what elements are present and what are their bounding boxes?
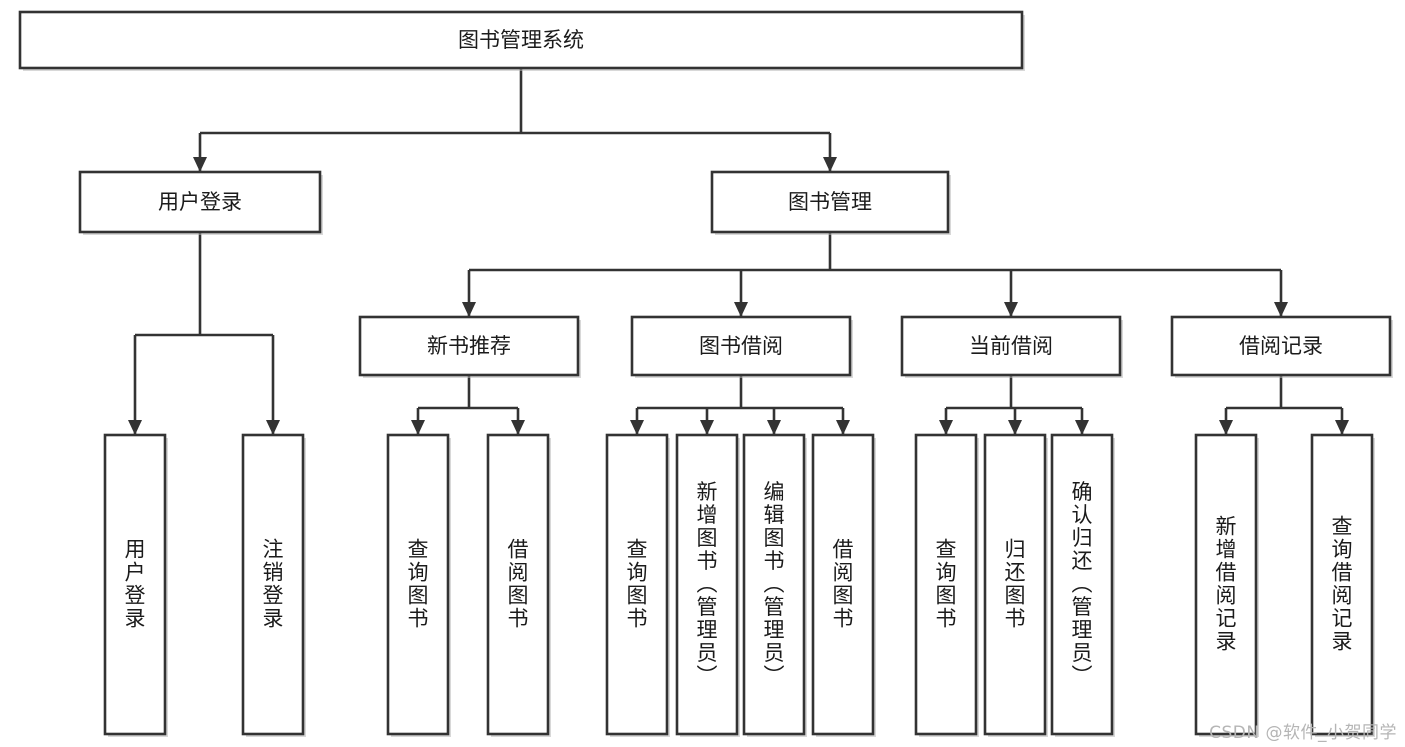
node-label: 新增借阅记录: [1216, 514, 1237, 653]
node-label: 新增图书︵管理员︶: [697, 480, 718, 688]
arrow-head-icon: [836, 420, 850, 435]
node-user-login-action[interactable]: 用户登录: [103, 433, 168, 737]
node-query-borrow-record[interactable]: 查询借阅记录: [1310, 433, 1375, 737]
node-label: 当前借阅: [969, 334, 1053, 358]
node-label: 图书管理系统: [458, 28, 584, 52]
node-root[interactable]: 图书管理系统: [18, 10, 1025, 71]
node-user-logout-action[interactable]: 注销登录: [241, 433, 306, 737]
edge-group-current-borrow: [939, 375, 1089, 435]
node-confirm-return-admin[interactable]: 确认归还︵管理员︶: [1050, 433, 1115, 737]
node-label: 确认归还︵管理员︶: [1072, 480, 1093, 688]
node-current-borrow[interactable]: 当前借阅: [900, 315, 1123, 378]
csdn-watermark: CSDN @软件_小贺同学: [1209, 723, 1397, 743]
arrow-head-icon: [939, 420, 953, 435]
node-box[interactable]: [742, 433, 806, 736]
node-box[interactable]: [675, 433, 739, 736]
node-label: 借阅记录: [1239, 334, 1323, 358]
node-edit-book-admin[interactable]: 编辑图书︵管理员︶: [742, 433, 807, 737]
arrow-head-icon: [767, 420, 781, 435]
node-box[interactable]: [358, 315, 580, 377]
arrow-head-icon: [630, 420, 644, 435]
node-box[interactable]: [1170, 315, 1392, 377]
arrow-head-icon: [1335, 420, 1349, 435]
arrow-head-icon: [128, 420, 142, 435]
arrow-head-icon: [1008, 420, 1022, 435]
nodes-layer: 图书管理系统用户登录用户登录注销登录图书管理新书推荐查询图书借阅图书图书借阅查询…: [18, 10, 1393, 737]
node-label: 查询图书: [408, 537, 429, 630]
node-label: 注销登录: [263, 537, 284, 630]
node-box[interactable]: [983, 433, 1047, 736]
node-query-book-2[interactable]: 查询图书: [605, 433, 670, 737]
node-box[interactable]: [1194, 433, 1258, 736]
arrow-head-icon: [193, 157, 207, 172]
node-label: 查询图书: [936, 537, 957, 630]
edge-group-root: [193, 68, 837, 172]
node-box[interactable]: [605, 433, 669, 736]
node-box[interactable]: [811, 433, 875, 736]
edge-group-user-login: [128, 232, 280, 435]
node-book-manage[interactable]: 图书管理: [710, 170, 951, 235]
arrow-head-icon: [411, 420, 425, 435]
arrow-head-icon: [266, 420, 280, 435]
node-add-borrow-record[interactable]: 新增借阅记录: [1194, 433, 1259, 737]
node-box[interactable]: [78, 170, 322, 234]
node-label: 借阅图书: [508, 537, 529, 630]
arrow-head-icon: [1075, 420, 1089, 435]
arrow-head-icon: [462, 302, 476, 317]
arrow-head-icon: [1004, 302, 1018, 317]
arrow-head-icon: [511, 420, 525, 435]
edge-group-borrow-record: [1219, 375, 1349, 435]
node-label: 查询图书: [627, 537, 648, 630]
node-label: 编辑图书︵管理员︶: [764, 480, 785, 688]
node-label: 用户登录: [158, 190, 242, 214]
node-box[interactable]: [710, 170, 950, 234]
arrow-head-icon: [1219, 420, 1233, 435]
node-borrow-record[interactable]: 借阅记录: [1170, 315, 1393, 378]
node-label: 新书推荐: [427, 334, 511, 358]
node-label: 查询借阅记录: [1332, 514, 1353, 653]
node-box[interactable]: [241, 433, 305, 736]
arrow-head-icon: [734, 302, 748, 317]
arrow-head-icon: [1274, 302, 1288, 317]
node-box[interactable]: [914, 433, 978, 736]
edge-group-book-borrow: [630, 375, 850, 435]
node-box[interactable]: [1050, 433, 1114, 736]
node-box[interactable]: [386, 433, 450, 736]
node-add-book-admin[interactable]: 新增图书︵管理员︶: [675, 433, 740, 737]
edge-group-book-manage: [462, 232, 1288, 317]
node-box[interactable]: [486, 433, 550, 736]
node-box[interactable]: [18, 10, 1024, 70]
node-box[interactable]: [103, 433, 167, 736]
node-label: 图书管理: [788, 190, 872, 214]
node-return-book[interactable]: 归还图书: [983, 433, 1048, 737]
edges-layer: [128, 68, 1349, 435]
node-query-book-3[interactable]: 查询图书: [914, 433, 979, 737]
edge-group-new-book-recommend: [411, 375, 525, 435]
node-borrow-book-2[interactable]: 借阅图书: [811, 433, 876, 737]
node-user-login[interactable]: 用户登录: [78, 170, 323, 235]
node-book-borrow[interactable]: 图书借阅: [630, 315, 853, 378]
node-borrow-book-1[interactable]: 借阅图书: [486, 433, 551, 737]
node-box[interactable]: [1310, 433, 1374, 736]
node-label: 借阅图书: [833, 537, 854, 630]
arrow-head-icon: [700, 420, 714, 435]
node-box[interactable]: [900, 315, 1122, 377]
node-label: 用户登录: [125, 537, 146, 630]
node-label: 图书借阅: [699, 334, 783, 358]
node-new-book-recommend[interactable]: 新书推荐: [358, 315, 581, 378]
node-box[interactable]: [630, 315, 852, 377]
arrow-head-icon: [823, 157, 837, 172]
node-label: 归还图书: [1005, 537, 1026, 630]
node-query-book-1[interactable]: 查询图书: [386, 433, 451, 737]
